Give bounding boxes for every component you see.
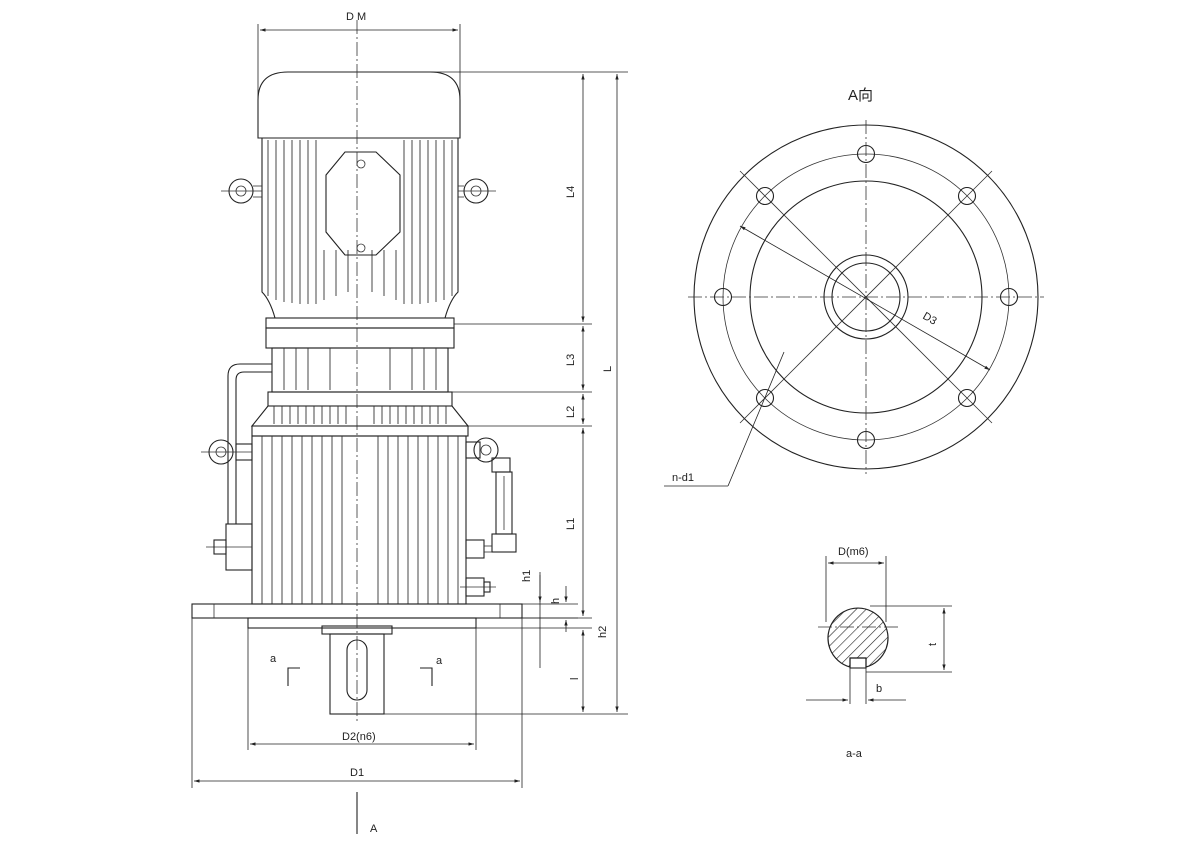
label-a-right: a [436, 655, 443, 667]
section-a-a: D(m6) t b a-a [806, 546, 952, 760]
label-l-small: l [569, 678, 581, 680]
front-view-dimensions: D M L4 L3 L2 L1 l L h1 h h [191, 11, 628, 835]
coupling-housing [250, 317, 470, 427]
front-elevation-view [191, 20, 523, 834]
label-l: L [602, 366, 614, 372]
label-view-arrow-a: A [370, 823, 378, 835]
label-view-a: A向 [848, 87, 873, 104]
label-l4: L4 [565, 186, 577, 198]
label-d-m6: D(m6) [838, 546, 869, 558]
view-a-flange: A向 D3 n-d1 [664, 87, 1044, 487]
label-l2: L2 [565, 406, 577, 418]
label-a-left: a [270, 653, 277, 665]
right-fittings [460, 437, 517, 597]
label-d3: D3 [921, 310, 939, 327]
oil-pipe [201, 363, 272, 571]
label-l1: L1 [565, 518, 577, 530]
label-d2: D2(n6) [342, 731, 376, 743]
label-l3: L3 [565, 354, 577, 366]
gearbox-body [251, 425, 469, 605]
right-lifting-eye [458, 178, 496, 204]
terminal-box [325, 151, 401, 256]
label-d1: D1 [350, 767, 364, 779]
motor-cooling-fins [267, 140, 453, 304]
label-h1: h1 [521, 570, 533, 582]
output-shaft [287, 625, 433, 715]
label-h2: h2 [597, 626, 609, 638]
motor [221, 71, 496, 319]
left-lifting-eye [221, 178, 262, 204]
shaft-section [827, 607, 889, 668]
label-t: t [927, 643, 939, 646]
label-dm: D M [346, 11, 366, 23]
label-n-d1: n-d1 [672, 472, 694, 484]
label-section-a-a: a-a [846, 748, 863, 760]
label-h: h [550, 598, 562, 604]
label-b: b [876, 683, 882, 695]
